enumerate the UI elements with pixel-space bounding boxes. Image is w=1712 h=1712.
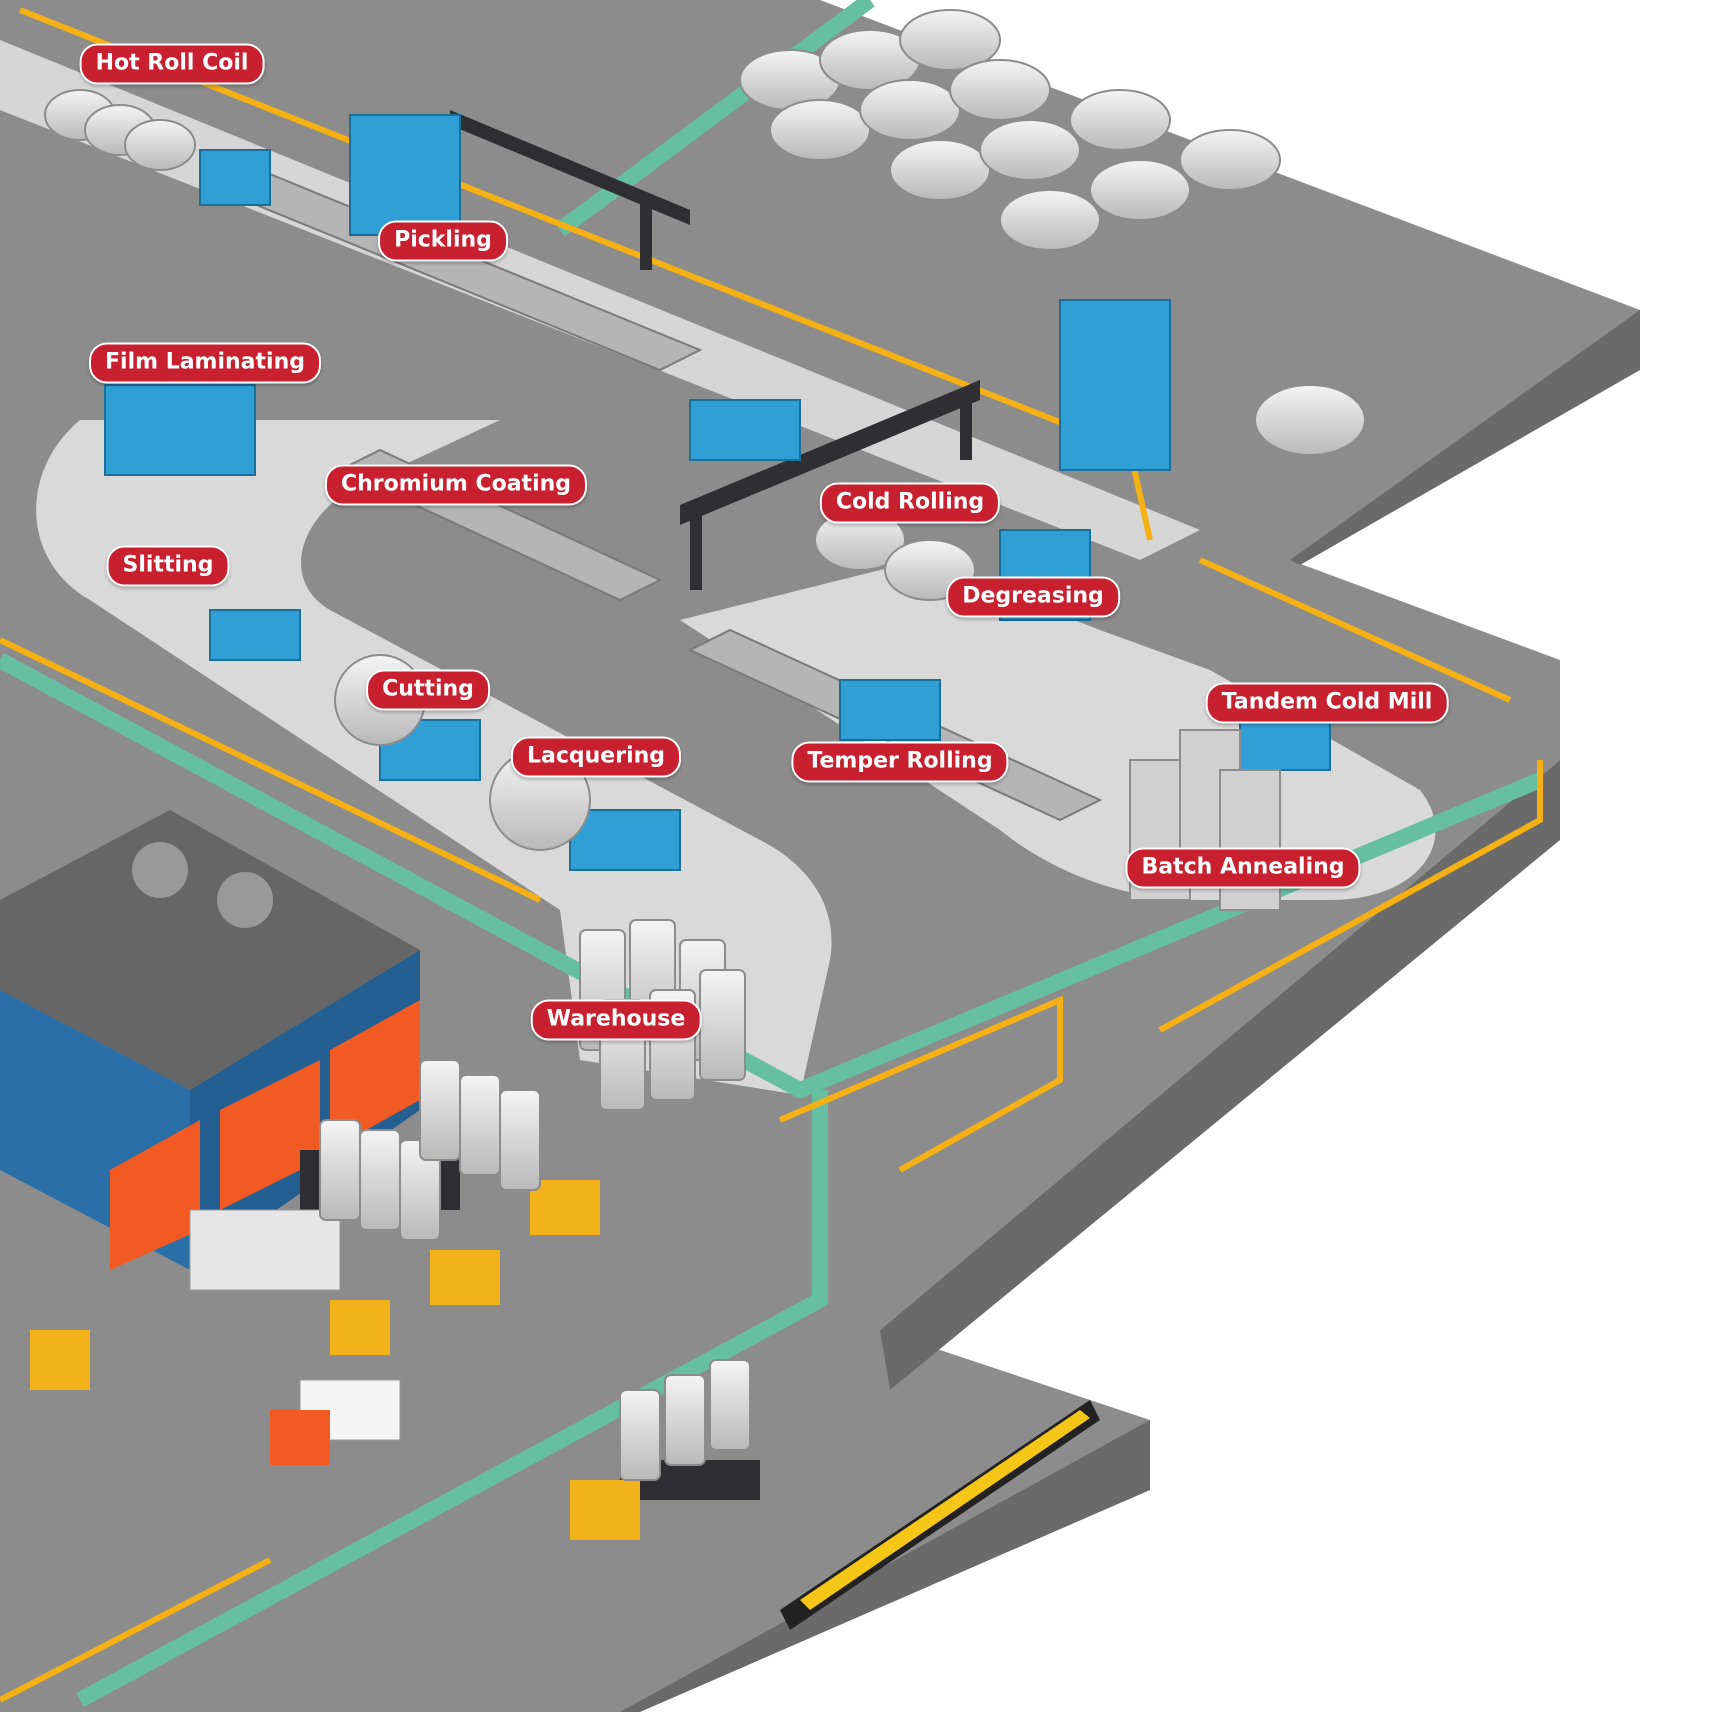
stage-label-slitting: Slitting [106,545,230,587]
warehouse-building [0,810,420,1270]
stage-label-chromium-coating: Chromium Coating [324,464,588,506]
stage-label-cold-rolling: Cold Rolling [819,482,1001,524]
hazard-stripe [780,1400,1100,1630]
truck-coils [319,1059,751,1481]
hot-roll-coils [44,89,196,171]
stage-label-pickling: Pickling [378,220,508,262]
coil-storage [739,9,1281,251]
stage-label-lacquering: Lacquering [510,736,682,778]
stage-label-degreasing: Degreasing [946,576,1120,618]
stage-label-tandem-cold-mill: Tandem Cold Mill [1205,682,1449,724]
blue-machines [104,114,1331,871]
stage-label-film-laminating: Film Laminating [89,342,321,384]
stage-label-warehouse: Warehouse [530,999,702,1041]
stage-label-temper-rolling: Temper Rolling [791,741,1009,783]
stage-label-cutting: Cutting [366,669,490,711]
gantries [450,110,980,590]
stage-label-hot-roll-coil: Hot Roll Coil [79,43,265,85]
stage-label-batch-annealing: Batch Annealing [1125,847,1361,889]
